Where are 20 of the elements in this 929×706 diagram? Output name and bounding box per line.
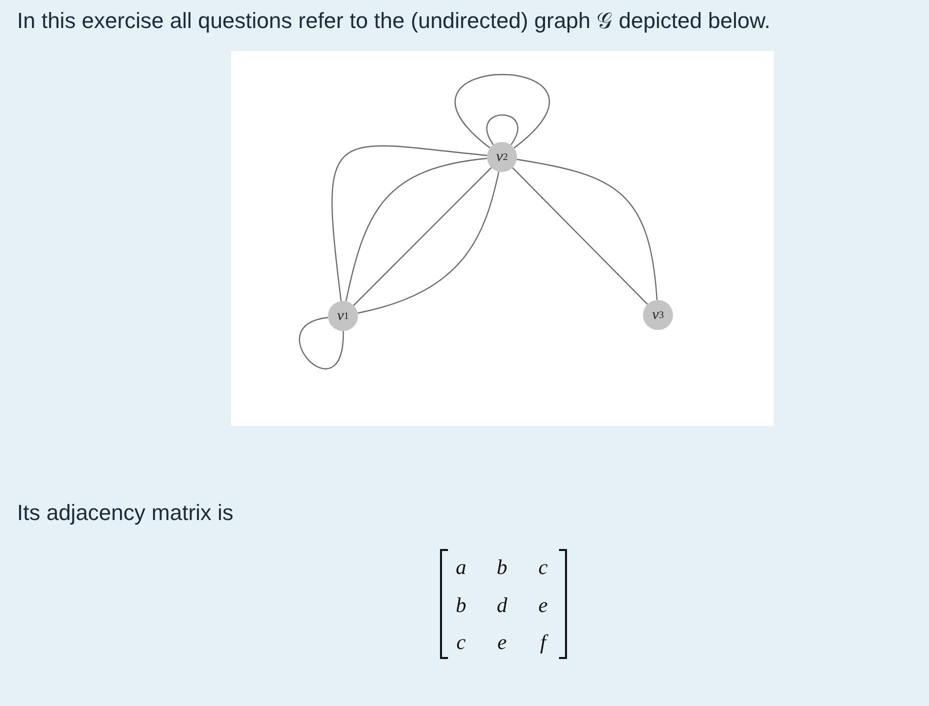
graph-edge: [345, 158, 488, 302]
graph-edge: [331, 146, 488, 302]
matrix-entry: f: [533, 630, 553, 654]
question-text: In this exercise all questions refer to the (undirected) graph 𝒢 depicted below.: [17, 8, 770, 34]
graph-edge: [512, 167, 648, 305]
matrix-entry: c: [537, 555, 549, 579]
graph-edge: [516, 158, 658, 300]
self-loop: [455, 74, 550, 148]
matrix-entry: e: [537, 593, 549, 617]
graph-edge: [353, 167, 492, 306]
matrix-entry: d: [496, 593, 508, 617]
matrix-entry: c: [455, 630, 467, 654]
self-loop: [486, 114, 518, 146]
self-loop: [299, 316, 344, 370]
matrix-entry: a: [454, 555, 468, 579]
matrix-entry: e: [496, 630, 508, 654]
body-text: Its adjacency matrix is: [17, 500, 234, 526]
matrix-entry: b: [454, 593, 468, 617]
matrix-entry: b: [496, 555, 508, 579]
graph-edge: [358, 172, 500, 314]
